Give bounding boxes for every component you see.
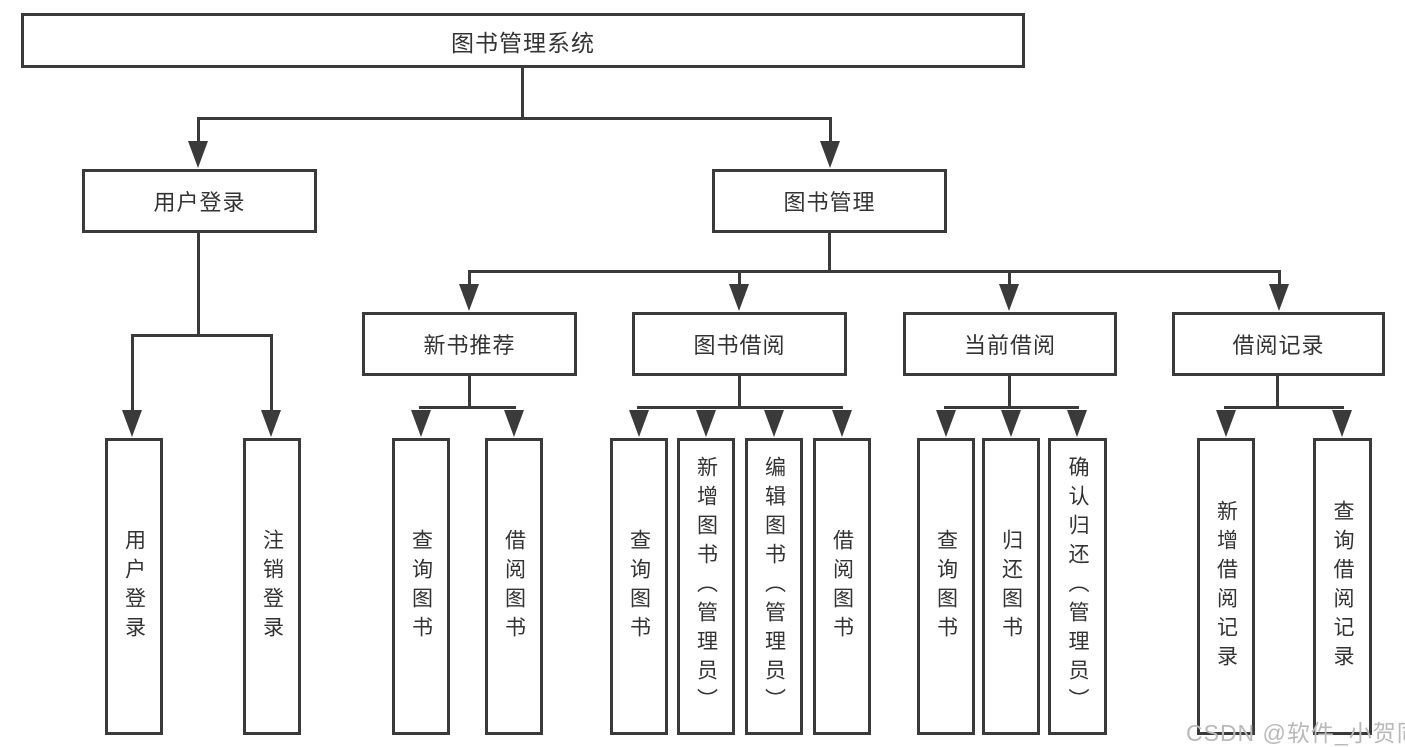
leaf-label: 编辑图书（管理员） bbox=[762, 456, 786, 717]
connector-line bbox=[131, 334, 134, 414]
connector-line bbox=[521, 68, 524, 120]
connector-line bbox=[1224, 406, 1344, 409]
leaf-logout: 注销登录 bbox=[243, 438, 301, 735]
connector-line bbox=[1278, 270, 1281, 288]
arrow-down-icon bbox=[832, 410, 852, 437]
node-borrow-record-label: 借阅记录 bbox=[1232, 333, 1325, 358]
connector-line bbox=[944, 406, 1079, 409]
leaf-label: 查询图书 bbox=[627, 528, 651, 645]
connector-line bbox=[468, 270, 1281, 273]
node-new-book-recommend: 新书推荐 bbox=[362, 312, 577, 376]
leaf-query-book-recommend: 查询图书 bbox=[392, 438, 450, 735]
connector-line bbox=[197, 117, 200, 145]
arrow-down-icon bbox=[504, 410, 524, 437]
node-root: 图书管理系统 bbox=[21, 13, 1025, 68]
connector-line bbox=[131, 334, 273, 337]
node-new-book-recommend-label: 新书推荐 bbox=[423, 333, 516, 358]
node-book-management-label: 图书管理 bbox=[783, 190, 876, 215]
connector-line bbox=[270, 334, 273, 414]
connector-line bbox=[1008, 270, 1011, 288]
connector-line bbox=[1276, 376, 1279, 409]
arrow-down-icon bbox=[999, 284, 1019, 311]
arrow-down-icon bbox=[122, 410, 142, 437]
leaf-label: 确认归还（管理员） bbox=[1066, 456, 1089, 717]
leaf-borrow-book: 借阅图书 bbox=[813, 438, 871, 735]
arrow-down-icon bbox=[1269, 284, 1289, 311]
arrow-down-icon bbox=[261, 410, 281, 437]
connector-line bbox=[637, 406, 843, 409]
arrow-down-icon bbox=[629, 410, 649, 437]
node-user-login-label: 用户登录 bbox=[153, 190, 246, 215]
node-borrow-record: 借阅记录 bbox=[1172, 312, 1385, 376]
connector-line bbox=[419, 406, 516, 409]
connector-line bbox=[468, 376, 471, 409]
node-book-management: 图书管理 bbox=[712, 169, 947, 233]
arrow-down-icon bbox=[1332, 410, 1352, 437]
leaf-confirm-return-admin: 确认归还（管理员） bbox=[1048, 438, 1107, 735]
leaf-label: 借阅图书 bbox=[502, 528, 526, 645]
node-current-borrow-label: 当前借阅 bbox=[963, 333, 1056, 358]
node-user-login: 用户登录 bbox=[82, 169, 317, 233]
leaf-query-borrow-record: 查询借阅记录 bbox=[1313, 438, 1372, 735]
connector-line bbox=[197, 117, 832, 120]
leaf-label: 归还图书 bbox=[999, 528, 1023, 645]
leaf-user-login: 用户登录 bbox=[105, 438, 163, 735]
leaf-add-borrow-record: 新增借阅记录 bbox=[1197, 438, 1255, 735]
connector-line bbox=[1008, 376, 1011, 409]
connector-line bbox=[468, 270, 471, 288]
arrow-down-icon bbox=[411, 410, 431, 437]
arrow-down-icon bbox=[936, 410, 956, 437]
connector-line bbox=[738, 270, 741, 288]
leaf-label: 用户登录 bbox=[122, 528, 146, 645]
arrow-down-icon bbox=[729, 284, 749, 311]
leaf-label: 查询图书 bbox=[934, 528, 958, 645]
connector-line bbox=[829, 117, 832, 145]
node-root-label: 图书管理系统 bbox=[451, 29, 595, 56]
connector-line bbox=[738, 376, 741, 409]
node-current-borrow: 当前借阅 bbox=[903, 312, 1117, 376]
arrow-down-icon bbox=[1067, 410, 1087, 437]
arrow-down-icon bbox=[459, 284, 479, 311]
leaf-label: 注销登录 bbox=[260, 528, 284, 645]
arrow-down-icon bbox=[1001, 410, 1021, 437]
connector-line bbox=[828, 233, 831, 273]
arrow-down-icon bbox=[696, 410, 716, 437]
arrow-down-icon bbox=[188, 141, 208, 168]
leaf-borrow-book-recommend: 借阅图书 bbox=[485, 438, 543, 735]
leaf-add-book-admin: 新增图书（管理员） bbox=[677, 438, 735, 735]
leaf-query-book-current: 查询图书 bbox=[917, 438, 975, 735]
leaf-return-book: 归还图书 bbox=[982, 438, 1040, 735]
leaf-label: 查询图书 bbox=[409, 528, 433, 645]
node-book-borrow: 图书借阅 bbox=[632, 312, 847, 376]
node-book-borrow-label: 图书借阅 bbox=[693, 333, 786, 358]
leaf-label: 新增借阅记录 bbox=[1214, 499, 1238, 674]
arrow-down-icon bbox=[1216, 410, 1236, 437]
connector-line bbox=[197, 233, 200, 337]
leaf-label: 新增图书（管理员） bbox=[694, 456, 718, 717]
leaf-label: 查询借阅记录 bbox=[1331, 499, 1354, 674]
arrow-down-icon bbox=[820, 141, 840, 168]
leaf-edit-book-admin: 编辑图书（管理员） bbox=[745, 438, 803, 735]
leaf-label: 借阅图书 bbox=[830, 528, 854, 645]
csdn-watermark: CSDN @软件_小贺同学 bbox=[1186, 720, 1405, 746]
arrow-down-icon bbox=[764, 410, 784, 437]
leaf-query-book-borrow: 查询图书 bbox=[610, 438, 668, 735]
